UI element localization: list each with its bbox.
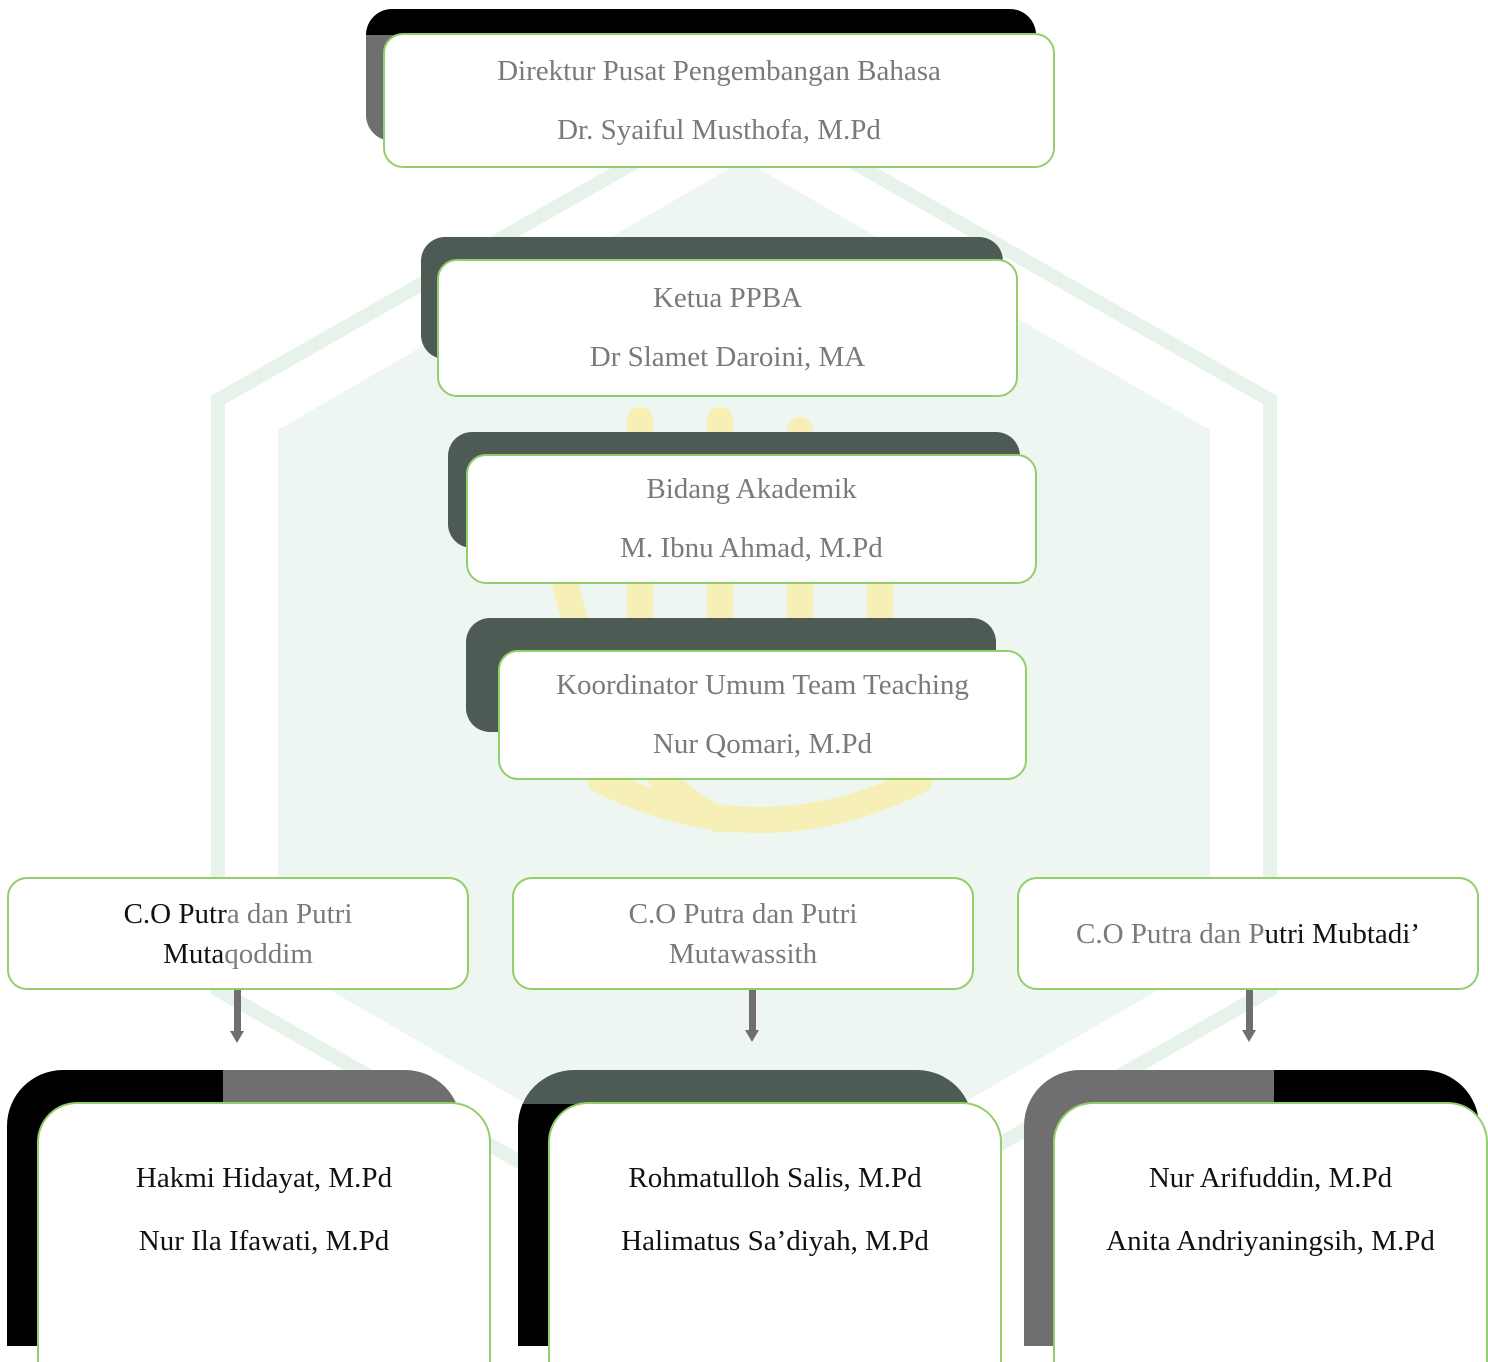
koordinator-title: Koordinator Umum Team Teaching [556,669,969,701]
members-mutawassith-box: Rohmatulloh Salis, M.Pd Halimatus Sa’diy… [548,1102,1002,1362]
koordinator-name: Nur Qomari, M.Pd [652,728,873,760]
akademik-box: Bidang Akademik M. Ibnu Ahmad, M.Pd [466,454,1037,584]
co-mutawassith-line2: Mutawassith [668,937,818,970]
members-mutaqoddim-box: Hakmi Hidayat, M.Pd Nur Ila Ifawati, M.P… [37,1102,491,1362]
direktur-title: Direktur Pusat Pengembangan Bahasa [497,54,941,87]
direktur-box: Direktur Pusat Pengembangan Bahasa Dr. S… [383,33,1055,168]
direktur-name: Dr. Syaiful Musthofa, M.Pd [557,113,881,146]
arrow-down-icon [230,990,244,1043]
co-mutawassith-box: C.O Putra dan Putri Mutawassith [512,877,974,990]
co-mubtadi-seg3: utri Mubtadi’ [1264,917,1420,950]
ketua-name: Dr Slamet Daroini, MA [589,341,866,373]
member-name: Nur Ila Ifawati, M.Pd [138,1225,390,1257]
members-mubtadi-box: Nur Arifuddin, M.Pd Anita Andriyaningsih… [1053,1102,1488,1362]
co-mubtadi-box: C.O Putra dan Putri Mubtadi’ [1017,877,1479,990]
arrow-down-icon [745,990,759,1042]
co-mutaqoddim-box: C.O Putra dan Putri Mutaqoddim [7,877,469,990]
co-mutaqoddim-line2-a: Muta [163,937,225,970]
co-mubtadi-seg1: C.O Pu [1076,917,1162,950]
koordinator-box: Koordinator Umum Team Teaching Nur Qomar… [498,650,1027,780]
member-name: Anita Andriyaningsih, M.Pd [1106,1225,1435,1257]
member-name: Rohmatulloh Salis, M.Pd [628,1162,922,1194]
co-mutaqoddim-line2-b: qoddim [224,937,313,970]
ketua-box: Ketua PPBA Dr Slamet Daroini, MA [437,259,1018,397]
co-mutaqoddim-line1-a: C.O Putr [123,897,227,930]
member-name: Nur Arifuddin, M.Pd [1148,1162,1393,1194]
akademik-title: Bidang Akademik [646,473,857,505]
member-name: Hakmi Hidayat, M.Pd [135,1162,393,1194]
co-mutawassith-line1: C.O Putra dan Putri [628,897,858,930]
co-mutaqoddim-line1-b: a dan Putri [226,897,353,930]
arrow-down-icon [1242,990,1256,1042]
member-name: Halimatus Sa’diyah, M.Pd [621,1225,929,1257]
ketua-title: Ketua PPBA [652,282,803,314]
co-mubtadi-seg2: tra dan P [1161,917,1265,950]
akademik-name: M. Ibnu Ahmad, M.Pd [620,532,883,564]
